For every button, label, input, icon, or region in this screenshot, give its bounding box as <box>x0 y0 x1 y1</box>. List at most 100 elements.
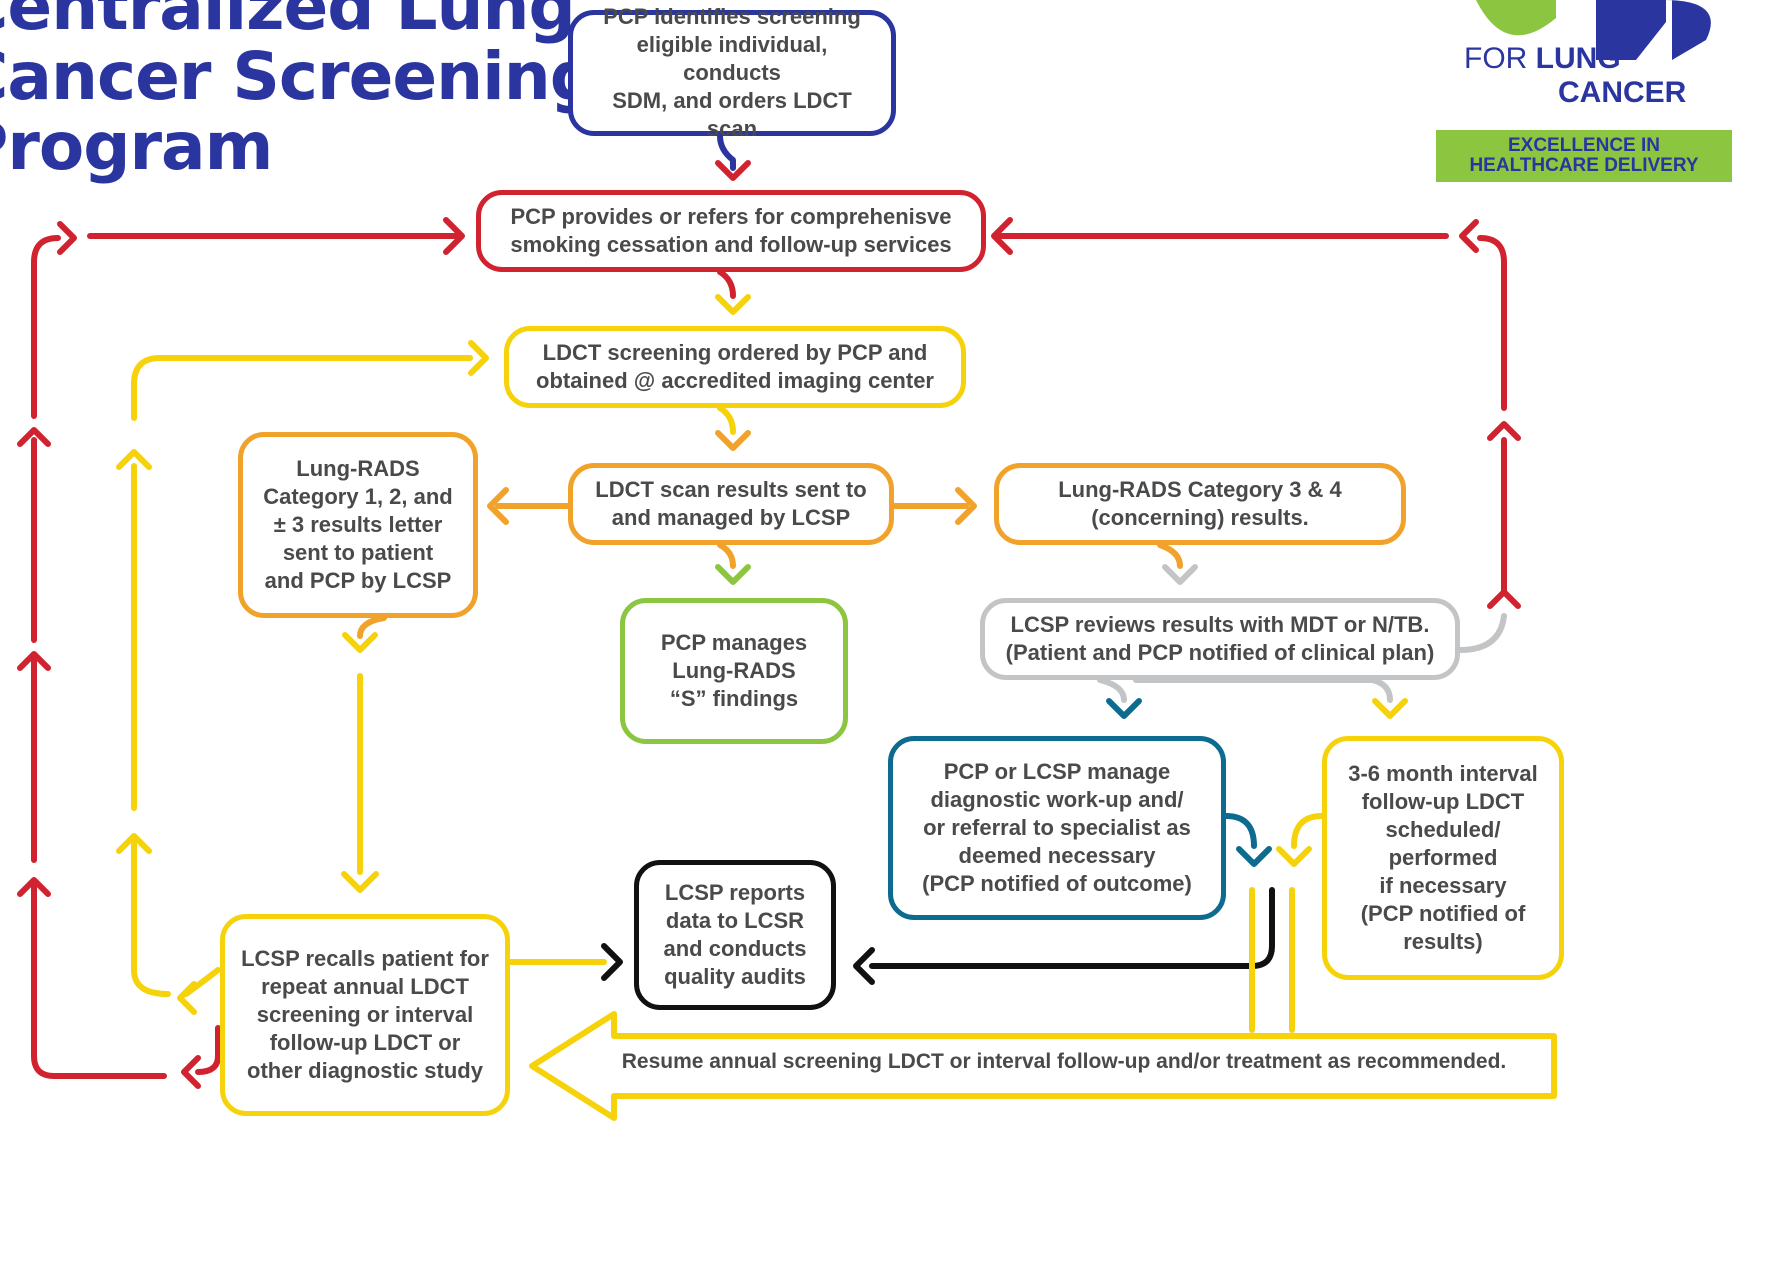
node-text: scheduled/ <box>1385 817 1501 842</box>
node-results-sent: LDCT scan results sent to and managed by… <box>568 463 894 545</box>
arrow-head <box>715 430 751 451</box>
arrow-head <box>342 632 378 653</box>
arrow-head <box>468 340 489 376</box>
node-text: Lung-RADS Category 3 & 4 <box>1058 477 1342 502</box>
arrow-mdt-up <box>1457 613 1507 653</box>
node-text: (PCP notified of outcome) <box>922 871 1192 896</box>
arrow-head <box>1372 698 1408 719</box>
arrow-head <box>181 1055 201 1089</box>
node-text: PCP identifies screening <box>603 4 861 29</box>
arrow-head <box>991 217 1013 255</box>
logo-wordmark: FOR LUNG CANCER <box>1464 44 1686 108</box>
arrow-head <box>341 871 379 893</box>
node-text: performed <box>1388 845 1498 870</box>
node-text: ± 3 results letter <box>273 512 443 537</box>
node-smoking-cessation: PCP provides or refers for comprehenisve… <box>476 190 986 272</box>
node-text: (Patient and PCP notified of clinical pl… <box>1005 640 1435 665</box>
node-text: PCP or LCSP manage <box>943 759 1171 784</box>
node-lung-rads-cat-3-4: Lung-RADS Category 3 & 4 (concerning) re… <box>994 463 1406 545</box>
arrow-head <box>17 427 51 447</box>
node-text: smoking cessation and follow-up services <box>510 232 952 257</box>
node-text: “S” findings <box>669 686 799 711</box>
logo-tagline-line-2: HEALTHCARE DELIVERY <box>1469 155 1699 176</box>
logo-tagline: EXCELLENCE IN HEALTHCARE DELIVERY <box>1436 130 1732 182</box>
arrow-left-column-top <box>31 235 61 419</box>
arrow-left-column-bottom <box>31 881 167 1079</box>
logo-lung: LUNG <box>1535 42 1621 75</box>
arrow-head <box>715 564 751 585</box>
arrow-head <box>1236 846 1272 867</box>
arrow-head <box>17 651 51 671</box>
arrow-head <box>57 221 77 255</box>
arrow-right-top <box>1477 235 1507 411</box>
logo-for: FOR <box>1464 42 1528 75</box>
arrow-results-to-s <box>717 542 736 569</box>
arrow-head <box>601 943 623 981</box>
node-text: diagnostic work-up and/ <box>930 787 1184 812</box>
logo: FOR LUNG CANCER EXCELLENCE IN HEALTHCARE… <box>1436 0 1736 185</box>
logo-mark-icon <box>1476 0 1711 60</box>
node-text: if necessary <box>1379 873 1507 898</box>
node-interval-follow-up: 3-6 month interval follow-up LDCT schedu… <box>1322 736 1564 980</box>
title-line-1: Centralized Lung <box>0 0 576 45</box>
node-text: LCSP reports <box>664 880 806 905</box>
resume-arrow <box>529 1011 1557 1121</box>
node-s-findings: PCP manages Lung-RADS “S” findings <box>620 598 848 744</box>
node-pcp-identifies: PCP identifies screening eligible indivi… <box>568 4 896 141</box>
title-line-3: Program <box>0 108 273 185</box>
arrow-mdt-to-workup <box>1097 677 1127 703</box>
node-lung-rads-cat-1-2: Lung-RADS Category 1, 2, and ± 3 results… <box>238 432 478 618</box>
node-text: follow-up LDCT <box>1361 789 1525 814</box>
arrow-head <box>1276 846 1312 867</box>
node-text: PCP provides or refers for comprehenisve <box>510 204 952 229</box>
node-resume-screening: Resume annual screening LDCT or interval… <box>580 1040 1548 1084</box>
arrow-cat12-down <box>357 615 387 639</box>
node-text: (PCP notified of <box>1360 901 1526 926</box>
arrow-cessation-to-ordered <box>717 269 736 299</box>
node-text: LCSP reviews results with MDT or N/TB. <box>1010 612 1430 637</box>
node-lcsp-reports: LCSP reports data to LCSR and conducts q… <box>634 860 836 1010</box>
arrow-head <box>17 877 51 897</box>
node-text: LCSP recalls patient for <box>241 946 489 971</box>
arrow-yellow-loop-bottom <box>131 839 171 997</box>
arrow-head <box>1162 564 1198 585</box>
arrow-head <box>715 294 751 315</box>
node-text: results) <box>1403 929 1483 954</box>
node-text: eligible individual, conducts <box>636 32 828 85</box>
node-text: quality audits <box>664 964 806 989</box>
node-text: data to LCSR <box>665 908 805 933</box>
node-text: Lung-RADS <box>672 658 796 683</box>
node-text: LDCT scan results sent to <box>595 477 867 502</box>
arrow-recall-red-hook <box>195 1025 221 1075</box>
arrow-head <box>177 981 197 1015</box>
arrow-head <box>853 947 875 985</box>
node-text: Resume annual screening LDCT or interval… <box>621 1050 1507 1073</box>
arrow-head <box>1487 421 1521 441</box>
arrow-cat34-to-mdt <box>1157 542 1183 569</box>
arrow-mdt-to-interval <box>1133 677 1393 703</box>
arrow-head <box>443 217 465 255</box>
node-text: deemed necessary <box>958 843 1156 868</box>
node-text: obtained @ accredited imaging center <box>536 368 934 393</box>
node-text: other diagnostic study <box>247 1058 483 1083</box>
arrow-identify-to-cessation <box>717 133 736 171</box>
node-text: follow-up LDCT or <box>269 1030 461 1055</box>
logo-tagline-line-1: EXCELLENCE IN <box>1507 135 1661 156</box>
node-text: SDM, and orders LDCT scan <box>612 88 852 141</box>
node-text: Category 1, 2, and <box>263 484 453 509</box>
node-ldct-ordered: LDCT screening ordered by PCP and obtain… <box>504 326 966 408</box>
arrow-head <box>715 160 751 181</box>
arrow-head <box>1459 219 1479 253</box>
logo-cancer: CANCER <box>1558 76 1687 109</box>
arrow-head <box>116 833 152 854</box>
node-text: or referral to specialist as <box>923 815 1191 840</box>
arrow-head <box>487 487 509 525</box>
arrow-head <box>1487 589 1521 609</box>
node-mdt-review: LCSP reviews results with MDT or N/TB. (… <box>980 598 1460 680</box>
arrow-ordered-to-results <box>717 405 736 435</box>
node-text: and managed by LCSP <box>611 505 851 530</box>
arrow-head <box>116 449 152 470</box>
node-text: Lung-RADS <box>296 456 420 481</box>
node-text: screening or interval <box>256 1002 474 1027</box>
